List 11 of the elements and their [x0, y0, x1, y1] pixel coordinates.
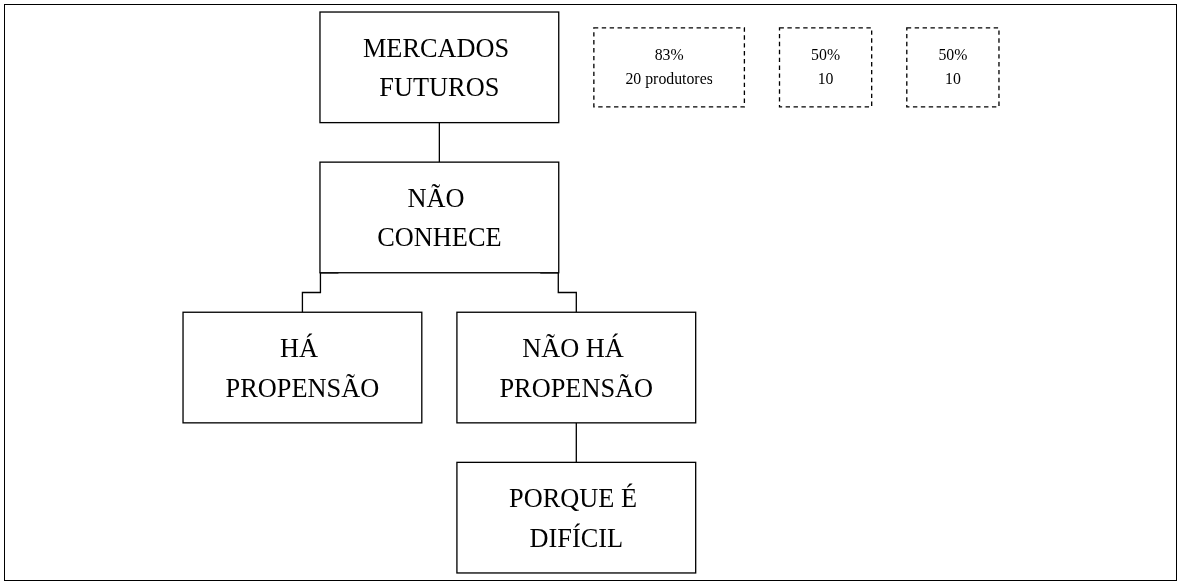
node-box [905, 27, 1000, 108]
node-box [592, 27, 745, 108]
node-box [455, 311, 696, 424]
connector [575, 422, 577, 463]
connector [438, 121, 440, 163]
node-box [181, 311, 422, 424]
diagram-frame: MERCADOS FUTUROS 83% 20 produtores NÃO CONHECE 50% 10 HÁ PROPENSÃO NÃO HÁ PROPENSÃO 50% 10 PORQUE É DIFÍCIL [4, 4, 1177, 581]
node-box [778, 27, 872, 108]
node-box [318, 161, 559, 274]
node-box [455, 461, 696, 574]
node-box [318, 11, 559, 124]
